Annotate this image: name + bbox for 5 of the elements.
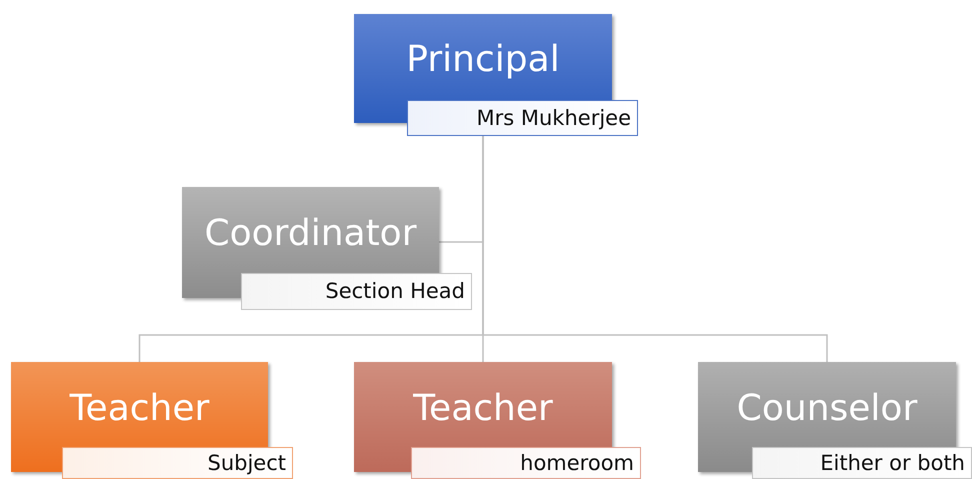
name-tag: Section Head (241, 273, 472, 310)
name-tag: Either or both (752, 447, 972, 479)
name-tag: Mrs Mukherjee (407, 100, 638, 136)
name-tag: homeroom (411, 447, 641, 479)
name-tag: Subject (62, 447, 293, 479)
